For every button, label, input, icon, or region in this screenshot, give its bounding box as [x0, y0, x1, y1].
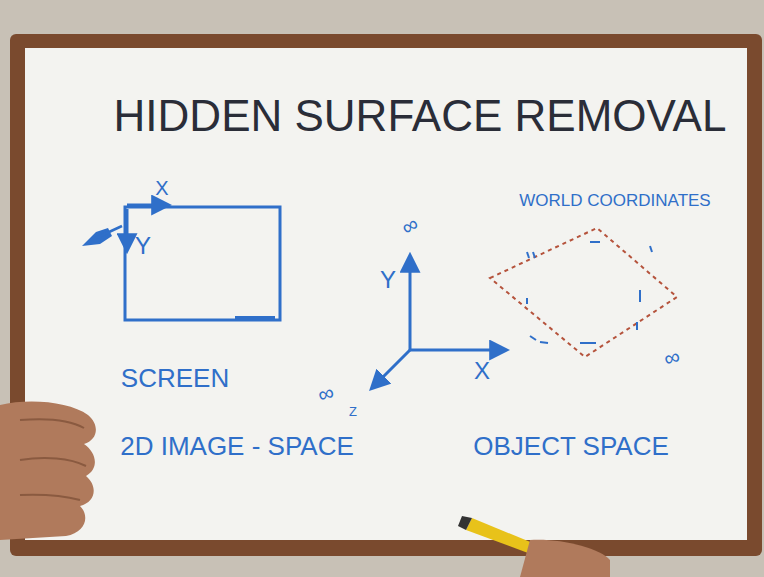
- whiteboard: [25, 48, 747, 540]
- axis-label: Y: [380, 268, 396, 292]
- hand: [520, 540, 610, 577]
- screen-rect: [125, 207, 280, 320]
- object-diamond: [490, 228, 677, 357]
- screen-y-arrow: [126, 209, 129, 250]
- axis-label: X: [155, 178, 168, 198]
- infinity-mark: ∞: [398, 213, 423, 240]
- board-title: HIDDEN SURFACE REMOVAL: [114, 94, 727, 138]
- axis-label: X: [474, 359, 490, 383]
- origin-pointer: [96, 226, 122, 238]
- space-label: OBJECT SPACE: [473, 433, 669, 459]
- screen-edge-mark: [235, 316, 275, 320]
- board-frame: [10, 34, 762, 556]
- infinity-mark: ∞: [316, 381, 337, 406]
- hand: [0, 402, 96, 540]
- space-label: SCREEN: [121, 365, 229, 391]
- axis-label: Y: [135, 234, 151, 258]
- x-axis: [410, 349, 506, 352]
- marker-tip: [458, 516, 472, 530]
- hand-creases: [20, 419, 86, 500]
- z-axis: [372, 350, 410, 388]
- diamond-ticks: [527, 242, 652, 343]
- space-label: 2D IMAGE - SPACE: [120, 433, 354, 459]
- axis-label: Z: [349, 405, 357, 418]
- infinity-mark: ∞: [662, 345, 683, 370]
- y-axis: [409, 256, 412, 350]
- space-label: WORLD COORDINATES: [519, 192, 710, 209]
- screen-x-arrow: [127, 204, 168, 207]
